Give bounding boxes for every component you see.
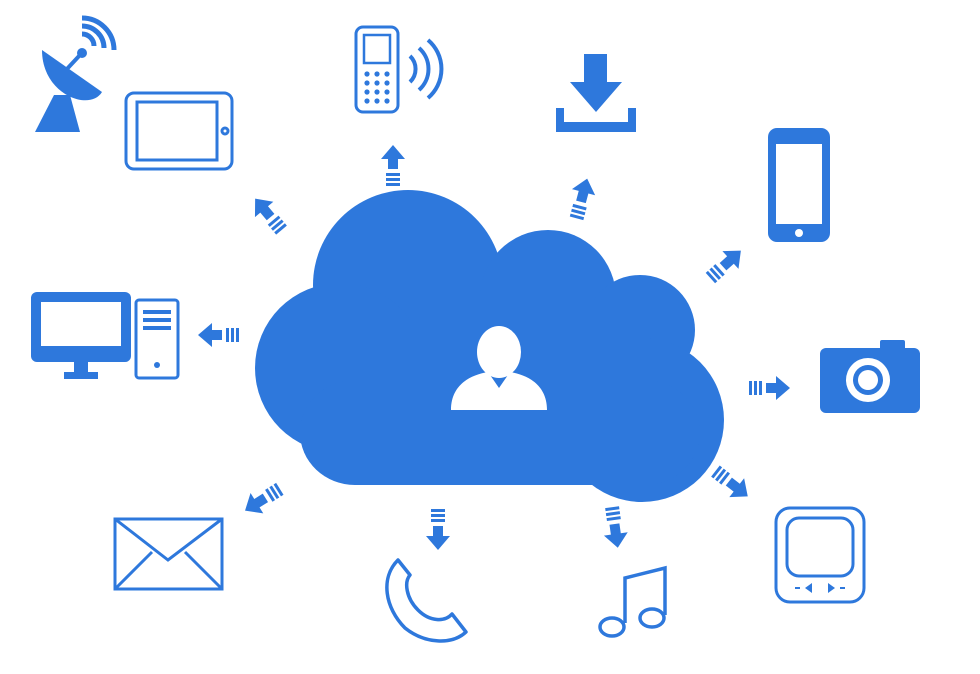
user-icon: [451, 326, 547, 410]
central-cloud: [255, 190, 724, 502]
email-icon: [113, 517, 224, 591]
arrow-to-download: [564, 175, 599, 222]
media-player-icon: [774, 506, 866, 604]
feature-phone-icon: [354, 25, 444, 114]
arrow-to-email: [238, 478, 287, 521]
arrow-to-music: [600, 505, 630, 550]
arrow-to-telephone: [426, 509, 450, 550]
music-note-icon: [598, 565, 667, 638]
satellite-dish-icon: [35, 15, 117, 132]
arrow-from-camera: [749, 376, 790, 400]
arrow-to-feature-phone: [381, 145, 405, 186]
telephone-icon: [385, 558, 468, 643]
arrow-to-desktop: [198, 323, 239, 347]
tablet-icon: [124, 91, 234, 171]
camera-icon: [820, 340, 920, 413]
arrow-to-smartphone: [702, 241, 749, 287]
desktop-computer-icon: [31, 292, 180, 380]
arrow-to-media-player: [708, 461, 756, 506]
download-icon: [556, 54, 636, 132]
arrow-to-tablet: [245, 190, 291, 238]
smartphone-icon: [768, 128, 830, 242]
